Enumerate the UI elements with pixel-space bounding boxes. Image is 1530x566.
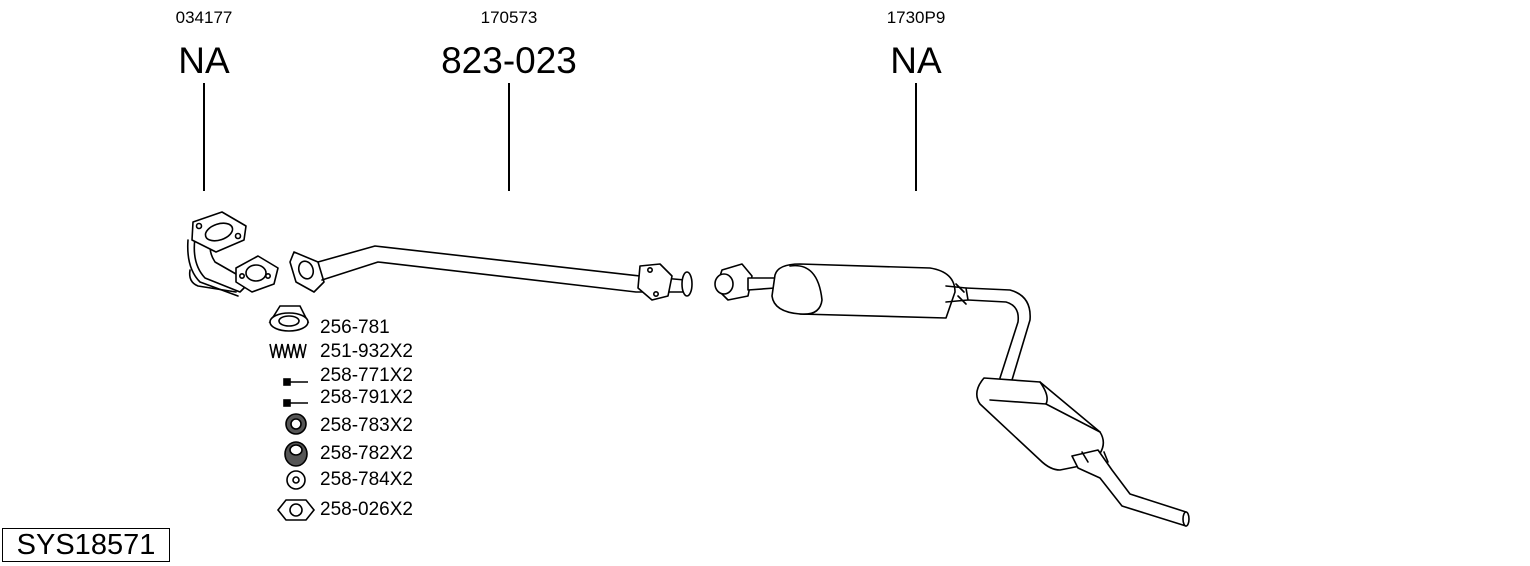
component-part-number-front-pipe: NA bbox=[178, 40, 230, 81]
kit-part-label: 258-791X2 bbox=[320, 387, 413, 408]
rear-silencer-drawing bbox=[714, 263, 1190, 527]
rubber-mount-icon bbox=[285, 413, 307, 435]
kit-part-label: 258-782X2 bbox=[320, 443, 413, 464]
component-ref-intermediate-pipe: 170573 bbox=[480, 8, 538, 27]
kit-part-label: 258-783X2 bbox=[320, 415, 413, 436]
intermediate-pipe-drawing bbox=[289, 245, 693, 301]
gasket-ring-icon bbox=[268, 305, 310, 332]
hex-nut-icon bbox=[276, 499, 316, 521]
leader-line-front-pipe bbox=[203, 83, 205, 191]
kit-part-label: 256-781 bbox=[320, 317, 390, 338]
component-ref-rear-silencer: 1730P9 bbox=[886, 8, 946, 27]
system-id-label: SYS18571 bbox=[2, 528, 170, 562]
bolt-icon bbox=[283, 378, 308, 386]
washer-icon bbox=[286, 470, 306, 490]
kit-part-label: 258-784X2 bbox=[320, 469, 413, 490]
kit-part-label: 251-932X2 bbox=[320, 341, 413, 362]
front-pipe-drawing bbox=[186, 211, 279, 297]
component-part-number-rear-silencer: NA bbox=[890, 40, 942, 81]
bolt-icon bbox=[283, 399, 308, 407]
kit-part-label: 258-771X2 bbox=[320, 365, 413, 386]
spring-icon bbox=[269, 343, 307, 359]
leader-line-intermediate-pipe bbox=[508, 83, 510, 191]
kit-part-label: 258-026X2 bbox=[320, 499, 413, 520]
rubber-mount-icon bbox=[284, 441, 308, 467]
component-ref-front-pipe: 034177 bbox=[175, 8, 233, 27]
leader-line-rear-silencer bbox=[915, 83, 917, 191]
component-part-number-intermediate-pipe: 823-023 bbox=[441, 40, 577, 81]
